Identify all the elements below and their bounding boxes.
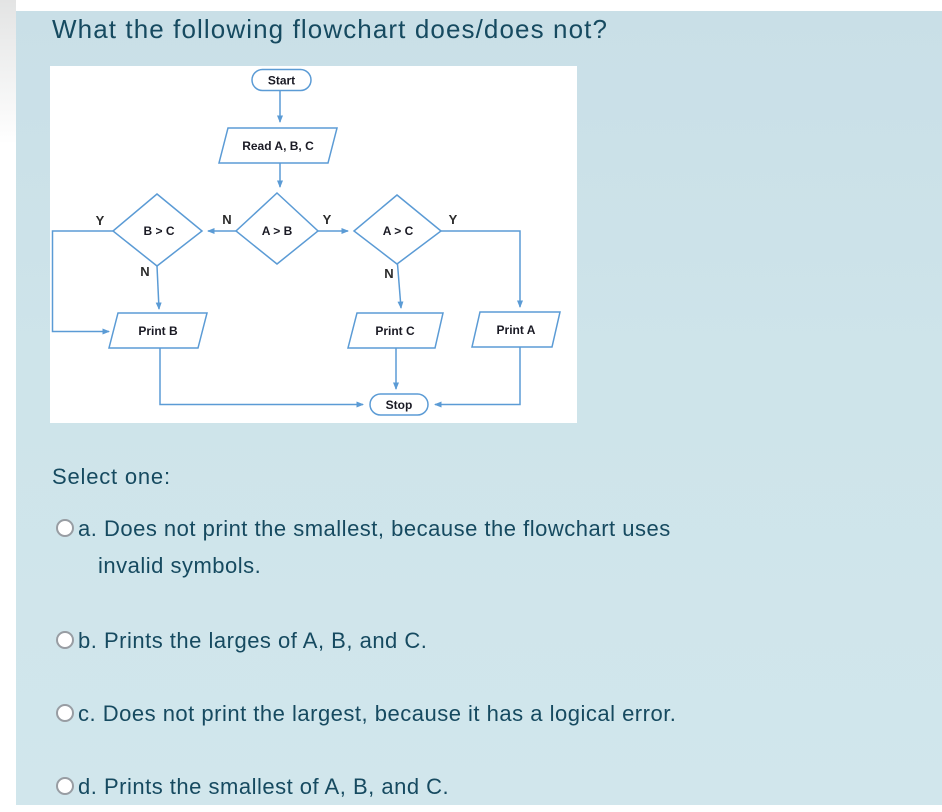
flow-shapes (108, 68, 561, 416)
printa-node-shape (471, 311, 561, 348)
flow-arrows (51, 90, 523, 408)
answer-option-a[interactable]: a. Does not print the smallest, because … (56, 510, 671, 584)
arrow-bgtc-yes-to-printb (51, 230, 113, 335)
decision-bgtc-shape (111, 193, 204, 267)
question-title: What the following flowchart does/does n… (52, 14, 609, 44)
option-d-text: d. Prints the smallest of A, B, and C. (78, 768, 449, 805)
select-one-label: Select one: (52, 464, 171, 489)
option-a-line1: a. Does not print the smallest, because … (78, 516, 671, 541)
answer-option-c[interactable]: c. Does not print the largest, because i… (56, 695, 676, 732)
start-node-label: Start (268, 74, 295, 88)
printa-node-label: Print A (497, 323, 536, 337)
branch-label-agtc-no: N (384, 266, 393, 281)
arrow-agtc-yes-to-printa (441, 230, 523, 308)
option-b-radio[interactable] (56, 631, 74, 649)
stop-node-shape (369, 393, 429, 416)
page-left-edge-shade (0, 0, 16, 170)
option-c-text: c. Does not print the largest, because i… (78, 695, 676, 732)
flow-branch-labels: Y N Y Y N N (96, 212, 458, 281)
arrow-agtc-no-to-printc (396, 263, 404, 309)
option-d-radio[interactable] (56, 777, 74, 795)
printc-node-label: Print C (375, 324, 415, 338)
arrow-printa-to-stop (434, 347, 521, 408)
branch-label-agtc-yes: Y (449, 212, 458, 227)
arrow-printb-to-stop (159, 348, 364, 408)
read-node-label: Read A, B, C (242, 139, 314, 153)
answer-option-b[interactable]: b. Prints the larges of A, B, and C. (56, 622, 427, 659)
branch-label-agtb-yes: Y (323, 212, 332, 227)
decision-agtc-label: A > C (383, 224, 414, 238)
printb-node-label: Print B (138, 324, 178, 338)
option-c-radio[interactable] (56, 704, 74, 722)
decision-agtb-shape (234, 191, 320, 265)
start-node-shape (251, 68, 312, 92)
answer-option-d[interactable]: d. Prints the smallest of A, B, and C. (56, 768, 449, 805)
branch-label-bgtc-yes: Y (96, 213, 105, 228)
flowchart-image: Start Read A, B, C B > C A > B A > C Pri… (50, 66, 577, 423)
branch-label-agtb-no: N (222, 212, 231, 227)
printb-node-shape (108, 312, 208, 349)
option-a-line2: invalid symbols. (98, 553, 262, 578)
option-b-line1: b. Prints the larges of A, B, and C. (78, 628, 428, 653)
decision-agtc-shape (352, 194, 443, 265)
option-a-text: a. Does not print the smallest, because … (78, 510, 671, 584)
flowchart-svg: Start Read A, B, C B > C A > B A > C Pri… (51, 68, 561, 416)
printc-node-shape (347, 312, 444, 349)
option-c-line1: c. Does not print the largest, because i… (78, 701, 677, 726)
branch-label-bgtc-no: N (140, 264, 149, 279)
option-b-text: b. Prints the larges of A, B, and C. (78, 622, 427, 659)
decision-agtb-label: A > B (262, 224, 293, 238)
stop-node-label: Stop (386, 398, 413, 412)
read-node-shape (218, 127, 338, 164)
option-d-line1: d. Prints the smallest of A, B, and C. (78, 774, 450, 799)
arrow-bgtc-no-to-printb (155, 265, 162, 310)
flow-node-labels: Start Read A, B, C B > C A > B A > C Pri… (138, 74, 535, 413)
option-a-radio[interactable] (56, 519, 74, 537)
question-panel: What the following flowchart does/does n… (16, 11, 942, 805)
decision-bgtc-label: B > C (143, 224, 174, 238)
